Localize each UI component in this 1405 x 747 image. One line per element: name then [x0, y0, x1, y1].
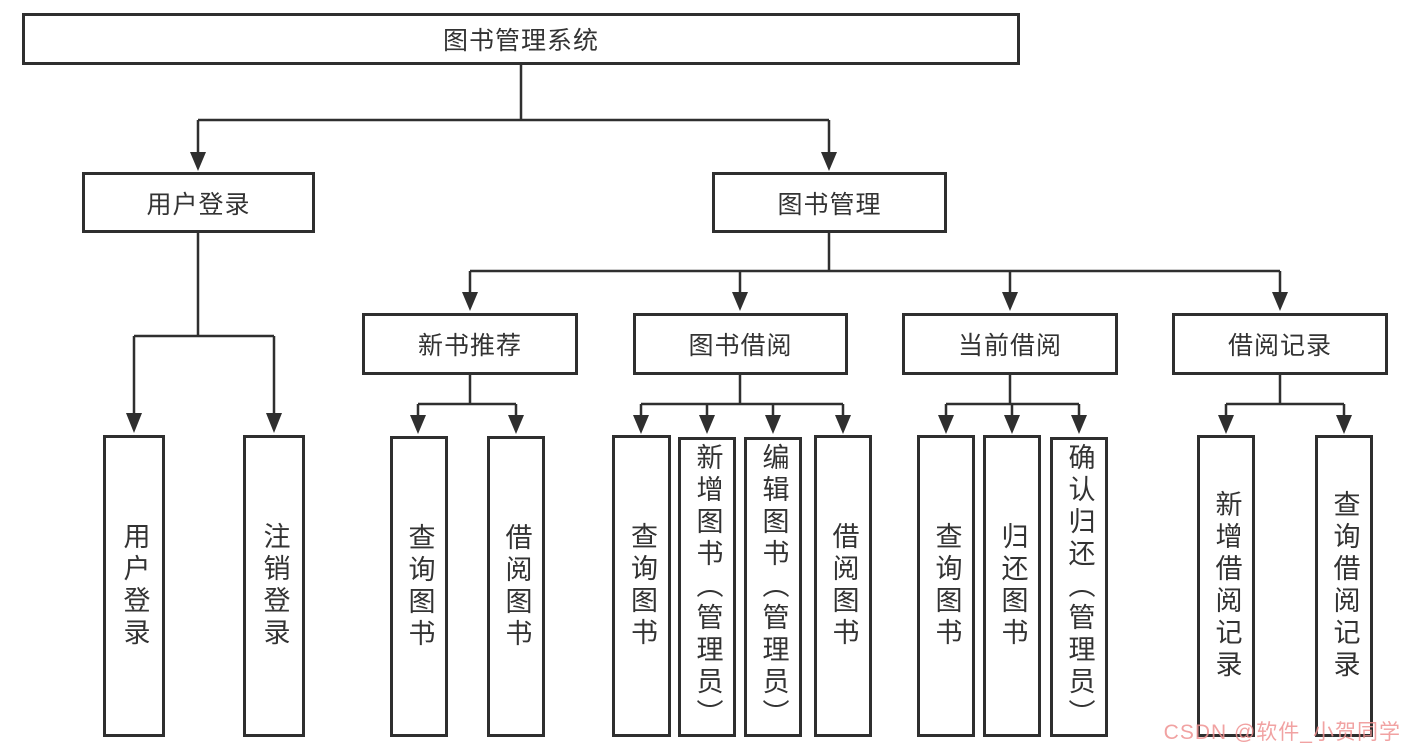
leaf-nbr-query-books: 查询图书 — [390, 436, 448, 737]
leaf-bb-query-books: 查询图书 — [612, 435, 671, 737]
node-current-borrow-label: 当前借阅 — [957, 332, 1062, 360]
node-new-book-recommend: 新书推荐 — [362, 313, 578, 375]
leaf-bb-borrow-books: 借阅图书 — [814, 435, 872, 737]
leaf-user-login: 用户登录 — [103, 435, 165, 737]
node-new-book-recommend-label: 新书推荐 — [417, 332, 522, 360]
leaf-logout-login-label: 注销登录 — [259, 522, 290, 650]
leaf-cb-return-books-label: 归还图书 — [997, 522, 1028, 650]
node-book-management-label: 图书管理 — [777, 190, 882, 219]
node-borrow-record: 借阅记录 — [1172, 313, 1388, 375]
arrowheads — [126, 152, 1352, 434]
leaf-cb-confirm-return-admin-label: 确认归还（管理员） — [1064, 443, 1095, 731]
leaf-nbr-borrow-books: 借阅图书 — [487, 436, 545, 737]
leaf-cb-query-books-label: 查询图书 — [931, 522, 962, 650]
leaf-br-query-record: 查询借阅记录 — [1315, 435, 1373, 737]
leaf-logout-login: 注销登录 — [243, 435, 305, 737]
leaf-user-login-label: 用户登录 — [119, 522, 150, 650]
leaf-bb-add-books-admin: 新增图书（管理员） — [678, 437, 736, 737]
leaf-nbr-borrow-books-label: 借阅图书 — [501, 522, 532, 651]
leaf-br-query-record-label: 查询借阅记录 — [1329, 490, 1360, 682]
connector-userlogin-to-leaves — [132, 232, 276, 414]
leaf-cb-return-books: 归还图书 — [983, 435, 1041, 737]
node-root: 图书管理系统 — [22, 13, 1020, 65]
connector-bookmgmt-to-level3 — [468, 232, 1282, 293]
leaf-bb-edit-books-admin: 编辑图书（管理员） — [744, 437, 802, 737]
node-book-borrow-label: 图书借阅 — [688, 332, 793, 360]
node-current-borrow: 当前借阅 — [902, 313, 1118, 375]
node-book-management: 图书管理 — [712, 172, 947, 233]
node-borrow-record-label: 借阅记录 — [1227, 332, 1332, 360]
node-book-borrow: 图书借阅 — [633, 313, 848, 375]
leaf-bb-borrow-books-label: 借阅图书 — [828, 522, 859, 650]
leaf-bb-query-books-label: 查询图书 — [627, 522, 657, 650]
connector-currentborrow-to-leaves — [944, 375, 1081, 416]
connector-borrowrecord-to-leaves — [1224, 375, 1346, 416]
leaf-br-add-record-label: 新增借阅记录 — [1211, 490, 1242, 682]
leaf-nbr-query-books-label: 查询图书 — [404, 522, 435, 651]
leaf-cb-query-books: 查询图书 — [917, 435, 975, 737]
leaf-bb-add-books-admin-label: 新增图书（管理员） — [692, 443, 723, 731]
csdn-watermark: CSDN @软件_小贺同学 — [1163, 721, 1401, 744]
node-user-login: 用户登录 — [82, 172, 315, 233]
connector-root-to-level2 — [196, 65, 831, 153]
leaf-br-add-record: 新增借阅记录 — [1197, 435, 1255, 737]
node-root-label: 图书管理系统 — [442, 27, 599, 55]
connector-newbook-to-leaves — [416, 375, 518, 416]
node-user-login-label: 用户登录 — [146, 190, 251, 219]
leaf-cb-confirm-return-admin: 确认归还（管理员） — [1050, 437, 1108, 737]
connector-bookborrow-to-leaves — [639, 375, 845, 416]
leaf-bb-edit-books-admin-label: 编辑图书（管理员） — [758, 443, 789, 731]
